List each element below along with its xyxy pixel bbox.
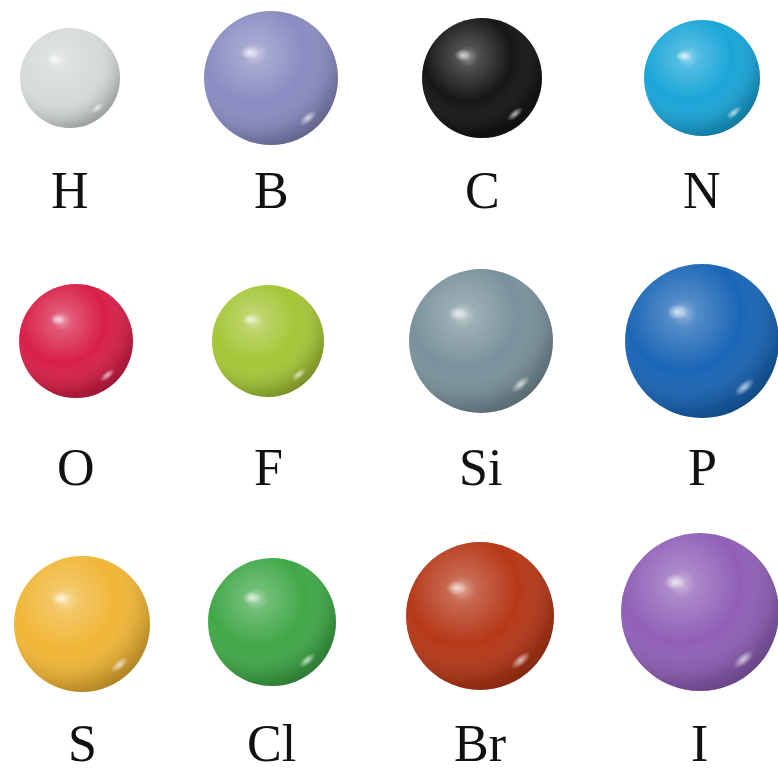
sphere-reflection bbox=[296, 650, 317, 670]
sphere-highlight bbox=[47, 54, 61, 64]
element-symbol: C bbox=[465, 165, 500, 217]
sphere-reflection bbox=[108, 654, 131, 675]
sphere-reflection bbox=[98, 366, 117, 384]
sphere-shading bbox=[212, 285, 324, 397]
sphere-shading bbox=[625, 264, 778, 418]
sphere-shading bbox=[19, 284, 133, 398]
element-symbol: O bbox=[57, 442, 95, 494]
atom-sphere bbox=[14, 556, 150, 692]
sphere-highlight bbox=[667, 304, 689, 319]
atom-sphere bbox=[422, 18, 542, 138]
sphere-shading bbox=[20, 28, 120, 128]
atom-sphere bbox=[621, 533, 778, 691]
sphere-reflection bbox=[505, 105, 525, 124]
element-symbol: F bbox=[254, 442, 283, 494]
sphere-shading bbox=[14, 556, 150, 692]
sphere-shading bbox=[644, 20, 760, 136]
element-symbol: N bbox=[683, 165, 721, 217]
atom-sphere bbox=[208, 558, 336, 686]
sphere-highlight bbox=[242, 314, 258, 325]
sphere-highlight bbox=[675, 50, 691, 62]
element-symbol: Si bbox=[459, 442, 502, 494]
sphere-highlight bbox=[51, 591, 70, 605]
element-symbol: I bbox=[691, 718, 708, 770]
sphere-shading bbox=[422, 18, 542, 138]
sphere-highlight bbox=[446, 580, 467, 595]
atom-sphere bbox=[212, 285, 324, 397]
sphere-shading bbox=[406, 542, 554, 690]
element-symbol: H bbox=[51, 165, 89, 217]
sphere-shading bbox=[409, 269, 553, 413]
sphere-reflection bbox=[509, 373, 533, 396]
element-symbol: Cl bbox=[247, 718, 296, 770]
atom-sphere bbox=[19, 284, 133, 398]
sphere-highlight bbox=[448, 306, 468, 320]
atom-sphere bbox=[406, 542, 554, 690]
element-symbol: S bbox=[68, 718, 97, 770]
sphere-reflection bbox=[297, 108, 319, 129]
sphere-reflection bbox=[731, 375, 757, 399]
element-symbol: Br bbox=[454, 718, 506, 770]
atom-sphere bbox=[644, 20, 760, 136]
element-symbol: P bbox=[688, 442, 717, 494]
sphere-shading bbox=[208, 558, 336, 686]
sphere-highlight bbox=[243, 591, 261, 604]
atom-sphere bbox=[204, 11, 338, 145]
sphere-reflection bbox=[508, 649, 533, 672]
atom-sphere bbox=[625, 264, 778, 418]
sphere-reflection bbox=[730, 647, 756, 672]
sphere-highlight bbox=[454, 49, 471, 61]
atom-sphere bbox=[409, 269, 553, 413]
sphere-highlight bbox=[664, 574, 686, 590]
sphere-highlight bbox=[50, 314, 66, 325]
sphere-reflection bbox=[89, 100, 106, 116]
atom-sphere bbox=[20, 28, 120, 128]
element-symbol: B bbox=[254, 165, 289, 217]
sphere-reflection bbox=[724, 104, 743, 122]
sphere-shading bbox=[204, 11, 338, 145]
sphere-highlight bbox=[240, 46, 259, 59]
sphere-shading bbox=[621, 533, 778, 691]
sphere-reflection bbox=[289, 366, 308, 384]
